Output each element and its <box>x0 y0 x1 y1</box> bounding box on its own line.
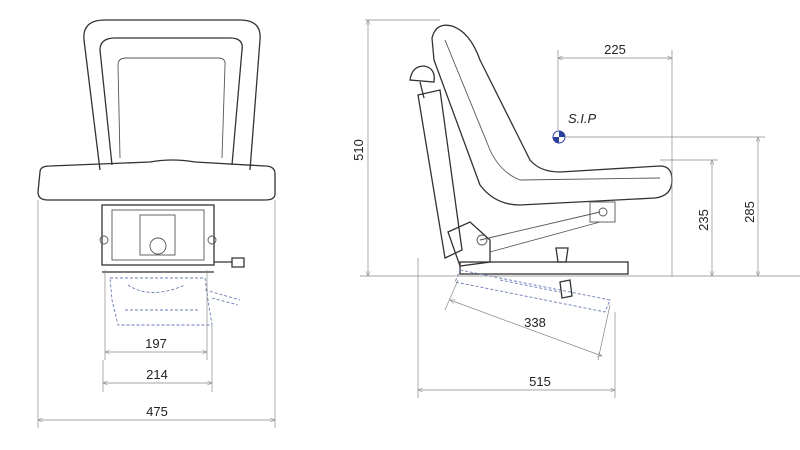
sip-marker <box>552 130 566 144</box>
seat-cushion <box>37 159 276 201</box>
suspension-mechanism <box>101 204 215 266</box>
adjust-lever <box>214 257 245 268</box>
dim-mount-width: 214 <box>146 367 168 382</box>
rail-dashed-travel <box>454 269 611 313</box>
suspension-dashed-lower <box>109 277 241 326</box>
dim-overall-height: 510 <box>351 139 366 161</box>
dim-adjustment-travel: 338 <box>524 315 546 330</box>
sip-label: S.I.P <box>568 111 597 126</box>
backrest-outer <box>83 19 261 171</box>
dim-sip-to-front: 225 <box>604 42 626 57</box>
base-rail <box>459 261 629 275</box>
side-frame <box>417 89 463 259</box>
dim-overall-width: 475 <box>146 404 168 419</box>
dim-seat-height: 235 <box>696 209 711 231</box>
backrest-side <box>431 24 673 206</box>
backrest-inner <box>99 37 243 166</box>
dim-inner-width: 197 <box>145 336 167 351</box>
dim-sip-height: 285 <box>742 201 757 223</box>
side-view: S.I.P 510 225 235 285 515 338 <box>351 20 800 398</box>
dim-overall-depth: 515 <box>529 374 551 389</box>
front-view: 197 214 475 <box>37 19 276 428</box>
headrest-knob <box>409 65 435 99</box>
